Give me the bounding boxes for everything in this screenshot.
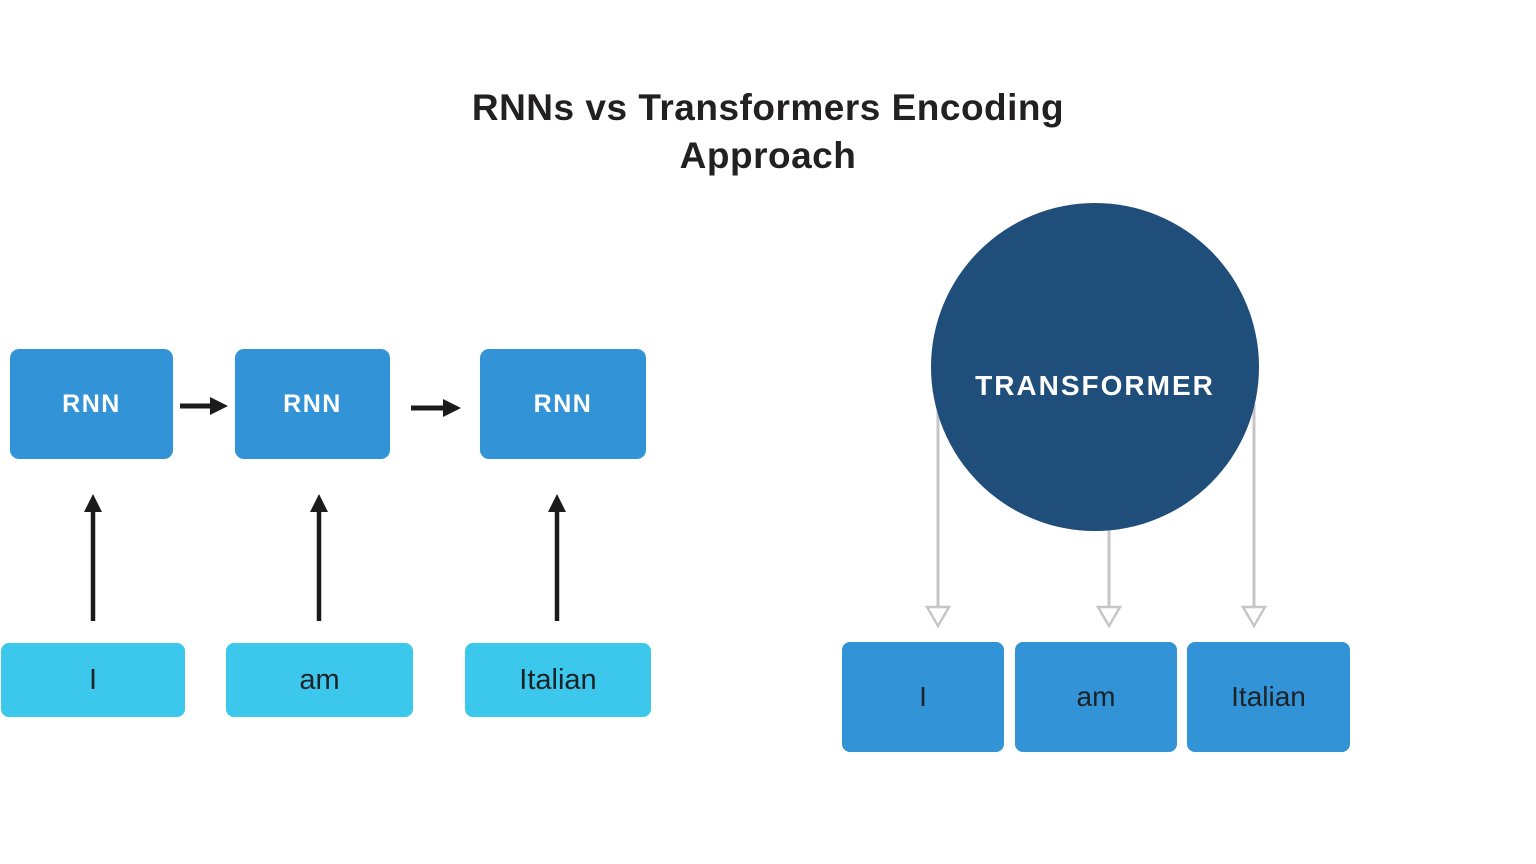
arrow-right-icon [180,397,228,415]
arrow-up-icon [310,494,328,621]
transformer-node-label: TRANSFORMER [975,370,1215,401]
token-label: am [1076,681,1116,712]
arrow-down-hollow-icon [1240,404,1268,629]
transformer-node: TRANSFORMER [931,203,1259,531]
arrow-down-hollow-icon [924,410,952,629]
arrow-up-icon [84,494,102,621]
rnn-node-label: RNN [62,389,121,418]
rnn-input-token-1: I [1,643,185,717]
transformer-token-1: I [842,642,1004,752]
transformer-token-2: am [1015,642,1177,752]
rnn-node-label: RNN [533,389,593,418]
token-label: am [299,663,340,696]
page-title: RNNs vs Transformers Encoding Approach [471,87,1065,176]
rnn-node-2: RNN [235,349,390,459]
rnn-input-token-3: Italian [465,643,651,717]
token-label: I [919,681,927,712]
rnn-node-1: RNN [10,349,173,459]
token-label: Italian [519,663,597,696]
token-label: Italian [1231,681,1306,712]
arrow-right-icon [411,399,461,417]
transformer-token-3: Italian [1187,642,1350,752]
rnn-input-token-2: am [226,643,413,717]
rnn-node-label: RNN [283,389,342,418]
arrow-up-icon [548,494,566,621]
rnn-node-3: RNN [480,349,646,459]
token-label: I [88,663,98,696]
